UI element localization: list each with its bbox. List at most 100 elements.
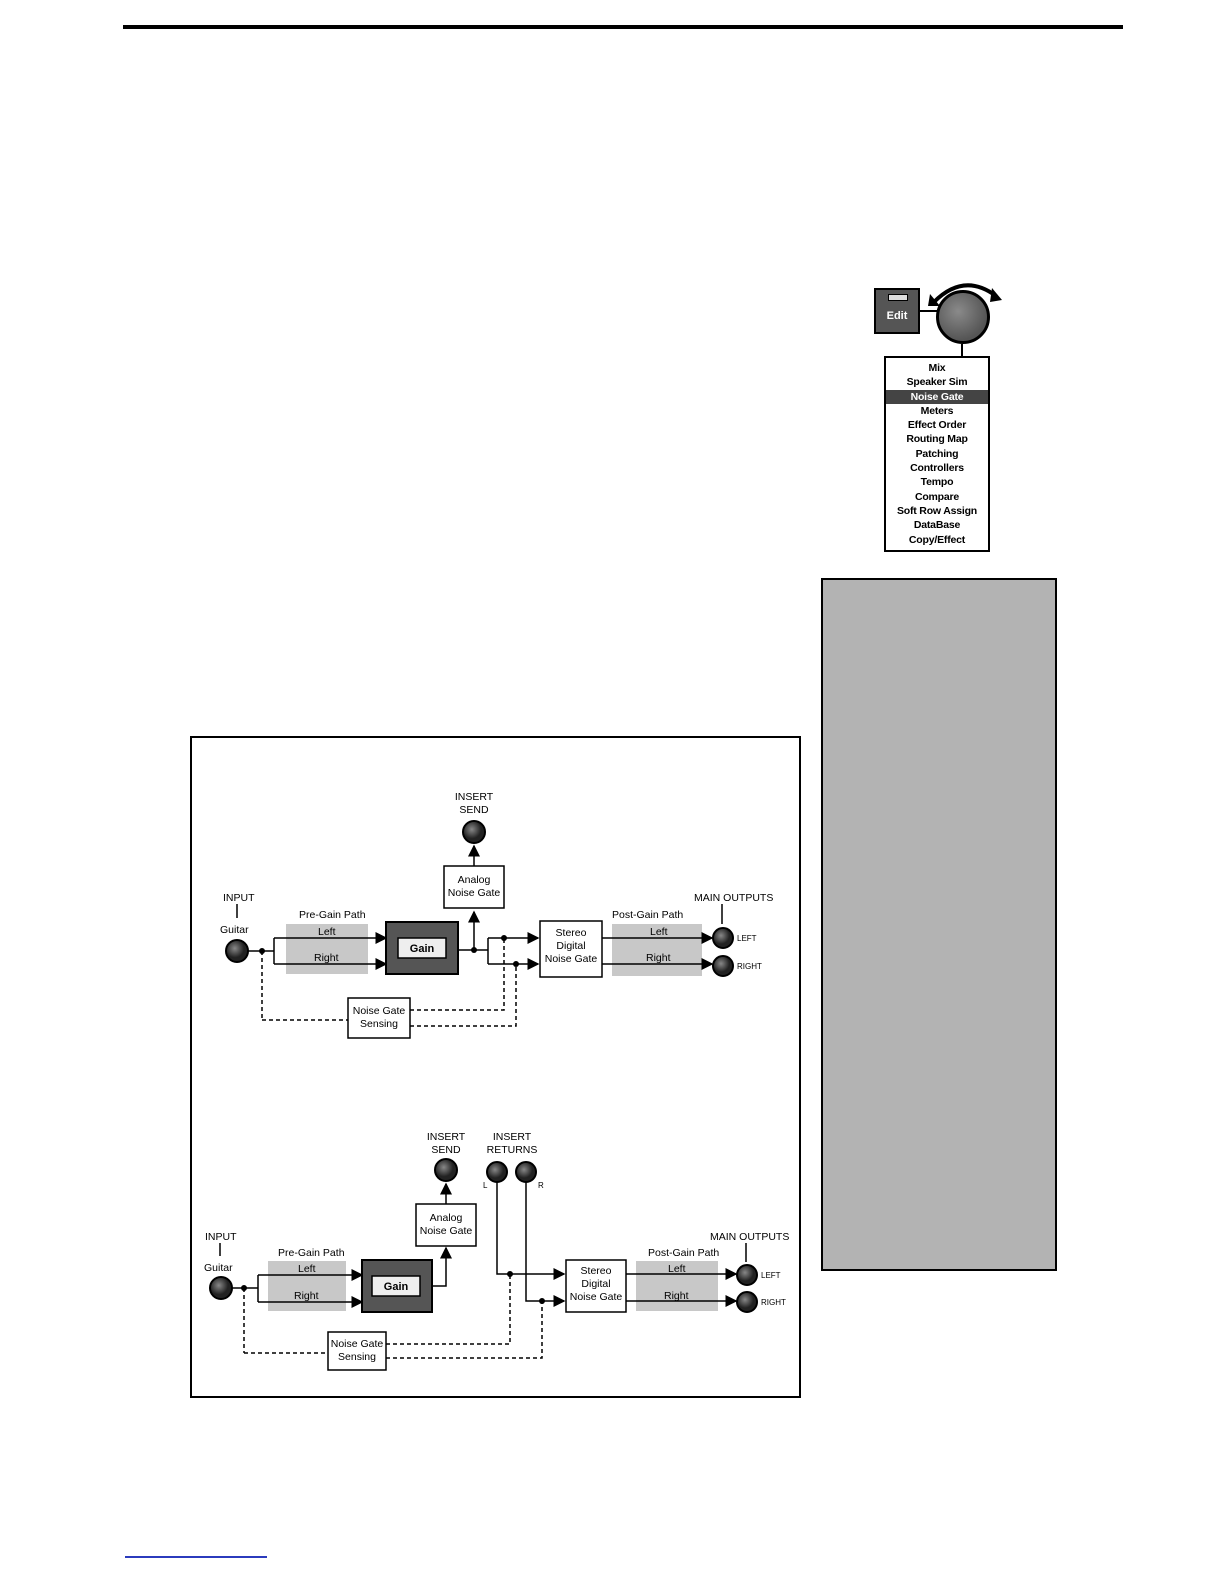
junction-dot — [507, 1271, 513, 1277]
post-gain-path-box — [612, 924, 702, 976]
stereo-gate-line3: Noise Gate — [545, 953, 598, 965]
main-outputs-label: MAIN OUTPUTS — [694, 892, 773, 904]
menu-item[interactable]: Soft Row Assign — [896, 504, 978, 517]
junction-dot — [513, 961, 519, 967]
menu-item[interactable]: Meters — [920, 404, 954, 417]
gain-button — [371, 1275, 421, 1297]
menu-item[interactable]: Compare — [914, 490, 960, 503]
sensing-line1: Noise Gate — [331, 1338, 384, 1350]
right-label: Right — [646, 952, 671, 964]
return-left-jack-icon — [486, 1161, 508, 1183]
edit-led-icon — [888, 294, 908, 301]
sensing-line — [386, 1274, 511, 1345]
right-label: Right — [294, 1290, 319, 1302]
main-outputs-label: MAIN OUTPUTS — [710, 1231, 789, 1243]
analog-noise-gate-box — [415, 1203, 477, 1247]
right-output-jack-icon — [712, 955, 734, 977]
pre-gain-path-label: Pre-Gain Path — [278, 1247, 345, 1259]
stereo-gate-line1: Stereo — [581, 1265, 612, 1277]
out-right-label: RIGHT — [761, 1298, 786, 1307]
gain-button — [397, 937, 447, 959]
stereo-gate-line1: Stereo — [556, 927, 587, 939]
menu-item[interactable]: DataBase — [913, 519, 961, 532]
menu-item[interactable]: Speaker Sim — [906, 376, 968, 389]
guitar-label: Guitar — [204, 1262, 233, 1274]
insert-returns-line2: RETURNS — [487, 1144, 538, 1156]
signal-line — [432, 1246, 452, 1287]
analog-noise-gate-box — [443, 865, 505, 909]
menu-item[interactable]: Copy/Effect — [908, 533, 966, 546]
diagram-top: INPUT Guitar Pre-Gain Path Left Right Ga… — [220, 791, 773, 1039]
right-output-jack-icon — [736, 1291, 758, 1313]
sensing-line — [386, 1301, 543, 1359]
menu-item[interactable]: Effect Order — [907, 419, 967, 432]
pre-gain-path-box — [286, 924, 368, 974]
menu-item[interactable]: Mix — [928, 362, 946, 374]
left-label: Left — [650, 926, 668, 938]
left-label: Left — [318, 926, 336, 938]
rotate-arrow-icon — [928, 283, 1002, 306]
connector-line — [961, 344, 963, 356]
out-left-label: LEFT — [737, 934, 757, 943]
stereo-digital-noise-gate-box — [539, 920, 603, 978]
analog-noise-gate-line2: Noise Gate — [448, 887, 501, 899]
signal-line — [525, 1182, 566, 1307]
guitar-label: Guitar — [220, 924, 249, 936]
guitar-jack-icon — [225, 939, 249, 963]
signal-flow-figure: INPUT Guitar Pre-Gain Path Left Right Ga… — [190, 736, 801, 1398]
analog-noise-gate-line1: Analog — [458, 874, 491, 886]
left-output-jack-icon — [736, 1264, 758, 1286]
right-label: Right — [664, 1290, 689, 1302]
gain-label: Gain — [410, 943, 435, 955]
stereo-gate-line2: Digital — [556, 940, 585, 952]
menu-item[interactable]: Patching — [915, 447, 959, 460]
insert-send-line1: INSERT — [455, 791, 494, 803]
value-knob[interactable] — [936, 290, 990, 344]
insert-send-line1: INSERT — [427, 1131, 466, 1143]
out-right-label: RIGHT — [737, 962, 762, 971]
menu-item[interactable]: Tempo — [920, 476, 954, 489]
noise-gate-sensing-box — [347, 997, 411, 1039]
footer-link-rule — [125, 1556, 267, 1558]
edit-button[interactable]: Edit — [874, 288, 920, 334]
stereo-gate-line2: Digital — [581, 1278, 610, 1290]
noise-gate-sensing-box — [327, 1331, 387, 1371]
sensing-line — [410, 938, 505, 1011]
insert-returns-line1: INSERT — [493, 1131, 532, 1143]
signal-line — [496, 1182, 566, 1280]
stereo-gate-line3: Noise Gate — [570, 1291, 623, 1303]
input-label: INPUT — [205, 1231, 237, 1243]
sidebar-panel — [821, 578, 1057, 1271]
out-left-label: LEFT — [761, 1271, 781, 1280]
header-rule — [123, 25, 1123, 29]
post-gain-path-box — [636, 1261, 718, 1311]
input-label: INPUT — [223, 892, 255, 904]
edit-button-label: Edit — [886, 310, 908, 322]
insert-send-line2: SEND — [431, 1144, 461, 1156]
return-l-label: L — [483, 1181, 488, 1190]
return-right-jack-icon — [515, 1161, 537, 1183]
insert-send-jack-icon — [462, 820, 486, 844]
junction-dot — [501, 935, 507, 941]
menu-item[interactable]: Noise Gate — [886, 389, 988, 404]
sensing-line2: Sensing — [360, 1018, 398, 1030]
post-gain-path-label: Post-Gain Path — [648, 1247, 719, 1259]
sensing-line2: Sensing — [338, 1351, 376, 1363]
left-output-jack-icon — [712, 927, 734, 949]
guitar-jack-icon — [209, 1276, 233, 1300]
left-label: Left — [298, 1263, 316, 1275]
gain-label: Gain — [384, 1281, 409, 1293]
post-gain-path-label: Post-Gain Path — [612, 909, 683, 921]
menu-item[interactable]: Controllers — [910, 462, 964, 475]
connector-line — [920, 310, 938, 312]
diagram-bottom: INPUT Guitar Pre-Gain Path Left Right Ga… — [204, 1131, 789, 1371]
sensing-line — [410, 964, 517, 1027]
menu-item[interactable]: Routing Map — [906, 433, 968, 446]
pre-gain-path-label: Pre-Gain Path — [299, 909, 366, 921]
stereo-digital-noise-gate-box — [565, 1259, 627, 1313]
insert-send-jack-icon — [434, 1158, 458, 1182]
return-r-label: R — [538, 1181, 544, 1190]
analog-noise-gate-line2: Noise Gate — [420, 1225, 473, 1237]
